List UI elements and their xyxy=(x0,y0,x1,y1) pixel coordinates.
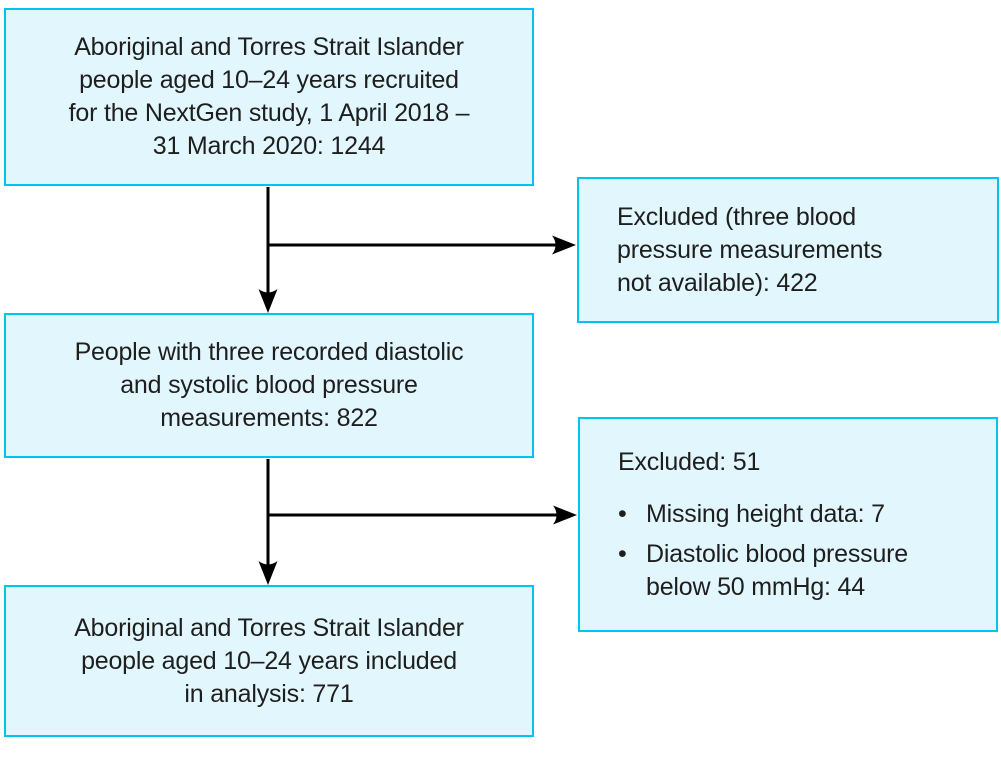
box-excluded-1-text: Excluded (three blood pressure measureme… xyxy=(617,202,883,297)
bullet-text: Diastolic blood pressure below 50 mmHg: … xyxy=(646,539,908,601)
box-included-text: Aboriginal and Torres Strait Islander pe… xyxy=(74,613,464,708)
box-recruited-text: Aboriginal and Torres Strait Islander pe… xyxy=(68,33,470,160)
arrow-measured-to-included xyxy=(258,459,278,585)
arrow-recruited-to-measured xyxy=(258,187,278,313)
bullet-text: Missing height data: 7 xyxy=(646,499,885,528)
box-excluded-1: Excluded (three blood pressure measureme… xyxy=(577,177,999,323)
box-measured: People with three recorded diastolic and… xyxy=(4,313,534,458)
bullet-dot-icon: • xyxy=(618,499,627,528)
box-recruited: Aboriginal and Torres Strait Islander pe… xyxy=(4,8,534,186)
arrow-to-excluded2 xyxy=(266,505,577,525)
box-excluded-2: Excluded: 51 • Missing height data: 7 • … xyxy=(578,417,998,632)
box-measured-text: People with three recorded diastolic and… xyxy=(74,338,464,432)
bullet-item: • Diastolic blood pressure below 50 mmHg… xyxy=(618,538,978,604)
box-included: Aboriginal and Torres Strait Islander pe… xyxy=(4,585,534,737)
arrow-to-excluded1 xyxy=(266,235,576,255)
bullet-item: • Missing height data: 7 xyxy=(618,498,978,531)
box-excluded-2-bullet-list: • Missing height data: 7 • Diastolic blo… xyxy=(618,498,978,604)
box-excluded-2-heading: Excluded: 51 xyxy=(618,447,761,476)
bullet-dot-icon: • xyxy=(618,539,627,568)
